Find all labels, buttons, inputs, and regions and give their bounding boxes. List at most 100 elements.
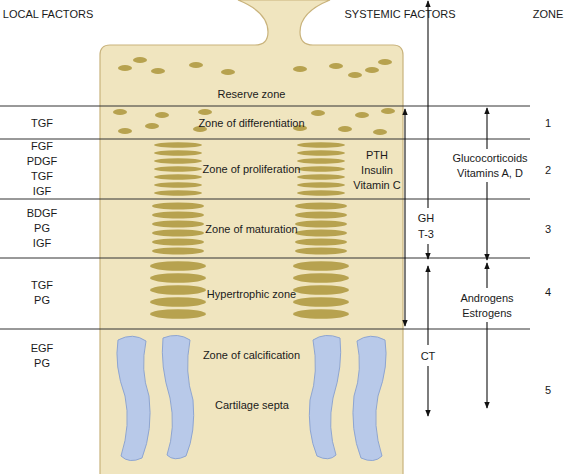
range-arrow xyxy=(427,244,428,259)
local-factor: BDGF xyxy=(27,208,58,219)
systemic-factor: CT xyxy=(421,351,436,362)
chondrocyte xyxy=(118,65,132,71)
local-factor: FGF xyxy=(31,141,53,152)
range-arrow xyxy=(486,322,487,408)
part-label: Cartilage septa xyxy=(215,400,289,411)
local-factor: PG xyxy=(34,295,50,306)
zone-name: Zone of maturation xyxy=(205,223,297,235)
zone-dividers xyxy=(0,106,530,329)
systemic-factor: T-3 xyxy=(418,229,434,240)
chondrocyte xyxy=(295,247,347,254)
systemic-factor: Vitamins A, D xyxy=(457,168,523,179)
chondrocyte xyxy=(378,59,392,65)
range-arrow xyxy=(427,266,428,345)
systemic-factor: PTH xyxy=(366,150,388,161)
chondrocyte xyxy=(118,128,132,134)
growth-plate xyxy=(100,0,403,474)
chondrocyte xyxy=(152,238,204,245)
chondrocyte xyxy=(295,238,347,245)
chondrocyte xyxy=(338,126,352,132)
chondrocyte xyxy=(152,220,204,227)
local-factor: TGF xyxy=(31,118,53,129)
chondrocyte xyxy=(154,174,202,180)
systemic-factor: Estrogens xyxy=(462,308,512,319)
cartilage-septa xyxy=(117,335,386,460)
chondrocyte xyxy=(152,211,204,218)
range-arrow xyxy=(486,108,487,149)
chondrocyte xyxy=(293,66,307,72)
chondrocyte xyxy=(297,182,345,188)
range-arrows xyxy=(405,1,487,416)
chondrocyte xyxy=(154,166,202,172)
systemic-factor: Androgens xyxy=(460,293,513,304)
chondrocyte xyxy=(152,229,204,236)
zone-name: Reserve zone xyxy=(218,88,286,100)
zone-name: Hypertrophic zone xyxy=(207,288,296,300)
zone-number: 5 xyxy=(545,385,551,396)
zone-number: 1 xyxy=(545,118,551,129)
chondrocyte xyxy=(297,166,345,172)
local-factor: EGF xyxy=(31,343,54,354)
chondrocyte xyxy=(154,142,202,148)
zone-band: Zone of differentiation xyxy=(100,106,403,139)
chondrocyte xyxy=(145,123,159,129)
chondrocyte xyxy=(365,67,379,73)
chondrocyte xyxy=(293,297,349,307)
chondrocyte xyxy=(150,309,206,319)
chondrocyte xyxy=(189,62,203,68)
chondrocyte xyxy=(293,261,349,271)
zone-number: 2 xyxy=(545,165,551,176)
chondrocyte xyxy=(293,273,349,283)
zone-divider xyxy=(0,139,530,140)
systemic-factor: Insulin xyxy=(361,165,393,176)
chondrocyte xyxy=(295,211,347,218)
local-factor: PG xyxy=(34,358,50,369)
zone-divider xyxy=(0,329,530,330)
chondrocyte xyxy=(113,109,127,115)
chondrocyte xyxy=(297,174,345,180)
chondrocyte xyxy=(154,182,202,188)
chondrocyte xyxy=(155,112,169,118)
chondrocyte xyxy=(329,63,343,69)
local-factor: TGF xyxy=(31,171,53,182)
chondrocytes xyxy=(113,57,395,319)
chondrocyte xyxy=(311,110,325,116)
septum xyxy=(353,336,386,460)
chondrocyte xyxy=(293,285,349,295)
chondrocyte xyxy=(295,229,347,236)
chondrocyte xyxy=(373,129,387,135)
range-arrow xyxy=(486,263,487,288)
zone-number: 4 xyxy=(545,287,551,298)
column-header: LOCAL FACTORS xyxy=(3,9,93,20)
zone-divider xyxy=(0,199,530,200)
chondrocyte xyxy=(151,68,165,74)
zone-name: Zone of calcification xyxy=(203,349,300,361)
local-factor: PDGF xyxy=(27,156,58,167)
chondrocyte xyxy=(152,202,204,209)
chondrocyte xyxy=(150,285,206,295)
chondrocyte xyxy=(293,309,349,319)
chondrocyte xyxy=(348,72,362,78)
zone-name: Zone of differentiation xyxy=(198,117,304,129)
chondrocyte xyxy=(154,190,202,196)
chondrocyte xyxy=(381,108,395,114)
systemic-factor: Glucocorticoids xyxy=(452,153,527,164)
systemic-factor: GH xyxy=(418,213,435,224)
chondrocyte xyxy=(297,142,345,148)
zone-band: Hypertrophic zone xyxy=(100,258,403,329)
range-arrow xyxy=(486,182,487,260)
chondrocyte xyxy=(297,158,345,164)
local-factor: IGF xyxy=(33,238,51,249)
septum xyxy=(117,336,150,460)
zone-number: 3 xyxy=(545,224,551,235)
zone-divider xyxy=(0,106,530,107)
chondrocyte xyxy=(150,273,206,283)
chondrocyte xyxy=(154,150,202,156)
zone-band: Reserve zone xyxy=(100,45,403,106)
column-header: SYSTEMIC FACTORS xyxy=(344,9,455,20)
septum xyxy=(309,335,340,458)
chondrocyte xyxy=(295,202,347,209)
chondrocyte xyxy=(133,57,147,63)
chondrocyte xyxy=(150,297,206,307)
